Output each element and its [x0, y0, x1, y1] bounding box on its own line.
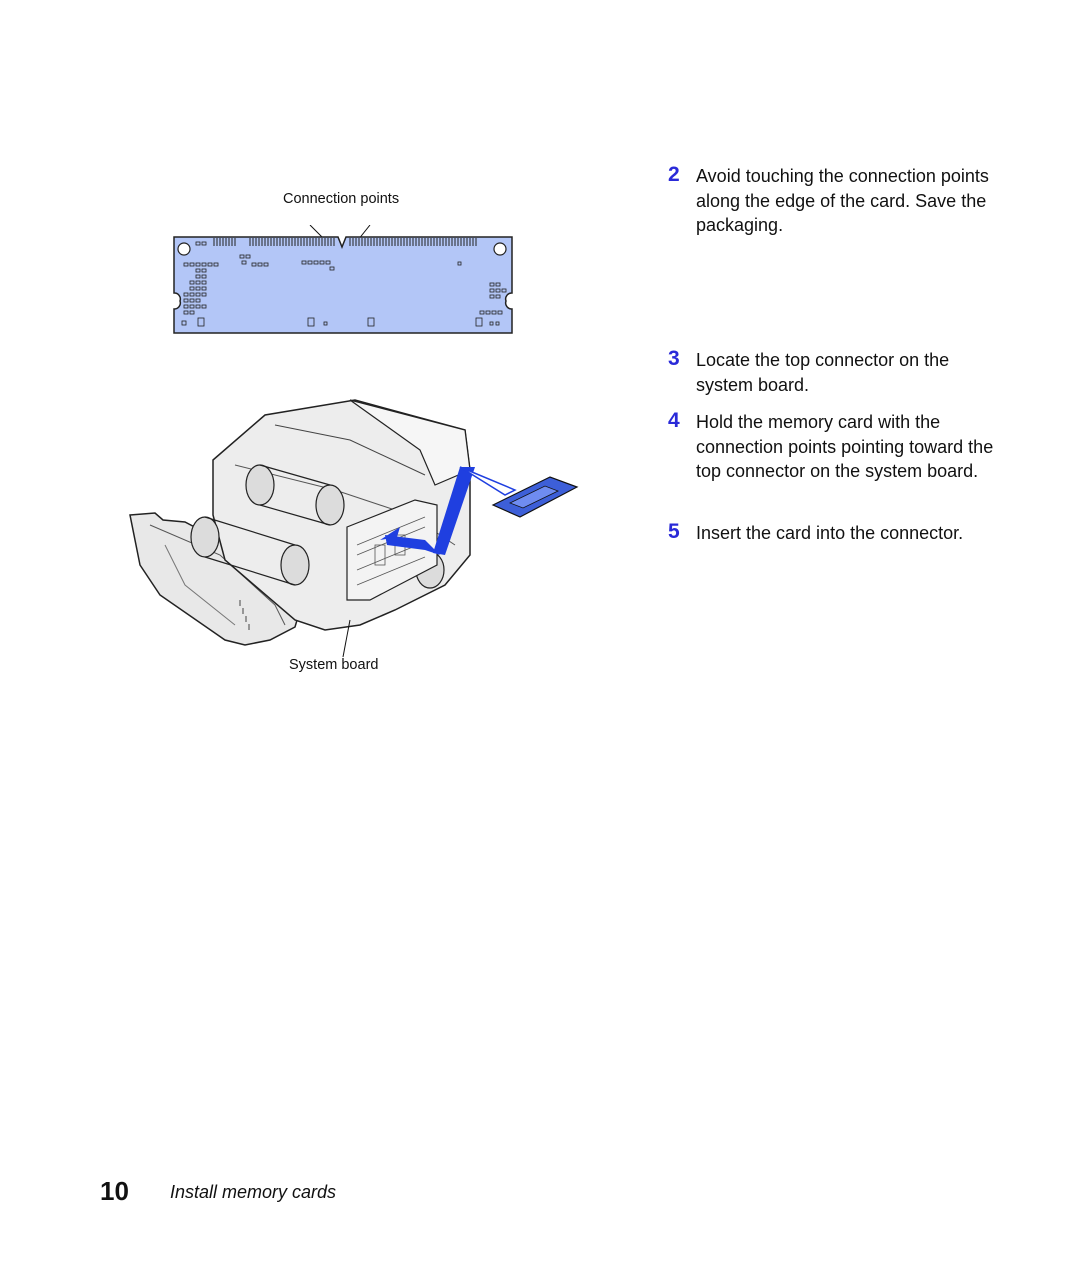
step-number: 3	[668, 347, 680, 370]
step-4: 4 Hold the memory card with the connecti…	[668, 409, 998, 484]
step-text: Hold the memory card with the connection…	[696, 412, 994, 481]
connection-points-callout: Connection points	[283, 191, 400, 207]
step-2: 2 Avoid touching the connection points a…	[668, 163, 998, 238]
step-number: 4	[668, 409, 680, 432]
step-number: 2	[668, 163, 680, 186]
step-text: Insert the card into the connector.	[696, 523, 964, 543]
step-text: Avoid touching the connection points alo…	[696, 166, 989, 235]
section-title: Install memory cards	[170, 1182, 337, 1202]
step-3: 3 Locate the top connector on the system…	[668, 347, 998, 397]
system-board-callout: System board	[289, 657, 379, 673]
step-5: 5 Insert the card into the connector.	[668, 520, 998, 546]
printer-illustration	[129, 399, 579, 658]
memory-card-illustration	[173, 225, 513, 334]
step-text: Locate the top connector on the system b…	[696, 350, 950, 395]
step-number: 5	[668, 520, 680, 543]
page-number: 10	[100, 1176, 129, 1206]
